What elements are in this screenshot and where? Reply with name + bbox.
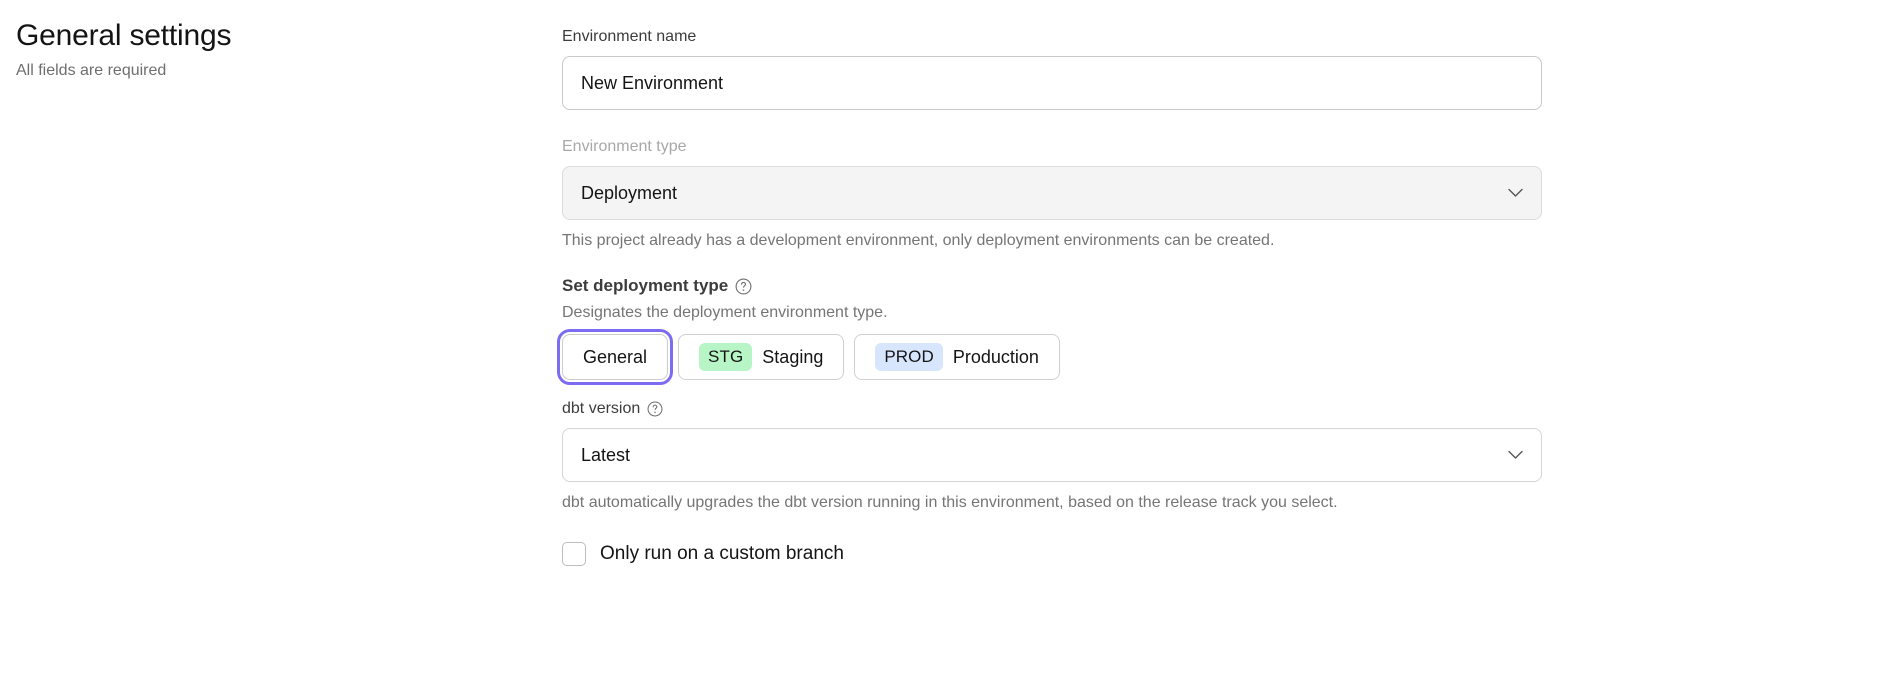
deployment-type-description: Designates the deployment environment ty… — [562, 304, 888, 321]
staging-badge: STG — [699, 343, 753, 371]
custom-branch-checkbox[interactable] — [562, 542, 586, 566]
deployment-type-label: Set deployment type — [562, 276, 729, 295]
settings-form: Environment name New Environment Environ… — [556, 26, 1542, 566]
deployment-type-option-staging[interactable]: STG Staging — [678, 334, 845, 380]
chevron-down-icon — [1508, 188, 1523, 198]
page-title: General settings — [16, 19, 232, 52]
deployment-type-option-general-label: General — [583, 346, 648, 367]
environment-type-label: Environment type — [562, 138, 687, 155]
dbt-version-label: dbt version — [562, 400, 641, 417]
dbt-version-label-row: dbt version — [562, 398, 1542, 420]
question-circle-icon[interactable] — [735, 278, 752, 295]
environment-name-label: Environment name — [562, 28, 697, 45]
environment-type-field: Environment type Deployment This project… — [562, 136, 1542, 252]
deployment-type-option-general[interactable]: General — [556, 329, 674, 385]
custom-branch-label[interactable]: Only run on a custom branch — [600, 543, 844, 564]
deployment-type-options: General STG Staging PROD Production — [556, 329, 1542, 385]
custom-branch-row: Only run on a custom branch — [562, 542, 1542, 566]
question-circle-icon[interactable] — [646, 401, 663, 418]
dbt-version-select[interactable]: Latest — [562, 428, 1542, 482]
deployment-type-option-production-label: Production — [952, 346, 1039, 367]
chevron-down-icon — [1508, 450, 1523, 460]
deployment-type-field: Set deployment type Designates the deplo… — [556, 274, 1542, 385]
page-subtitle: All fields are required — [16, 62, 167, 79]
environment-name-input[interactable]: New Environment — [562, 56, 1542, 110]
environment-type-select[interactable]: Deployment — [562, 166, 1542, 220]
environment-type-value: Deployment — [581, 182, 678, 203]
production-badge: PROD — [875, 343, 943, 371]
dbt-version-helper: dbt automatically upgrades the dbt versi… — [562, 494, 1338, 511]
environment-name-value: New Environment — [581, 72, 724, 93]
environment-type-helper: This project already has a development e… — [562, 232, 1275, 249]
deployment-type-option-staging-label: Staging — [762, 346, 824, 367]
dbt-version-field: dbt version Latest dbt automatica — [562, 398, 1542, 514]
environment-name-field: Environment name New Environment — [562, 26, 1542, 110]
settings-description-panel: General settings All fields are required — [16, 16, 536, 82]
deployment-type-option-production[interactable]: PROD Production — [854, 334, 1060, 380]
dbt-version-value: Latest — [581, 444, 631, 465]
deployment-type-label-row: Set deployment type — [562, 274, 1542, 298]
